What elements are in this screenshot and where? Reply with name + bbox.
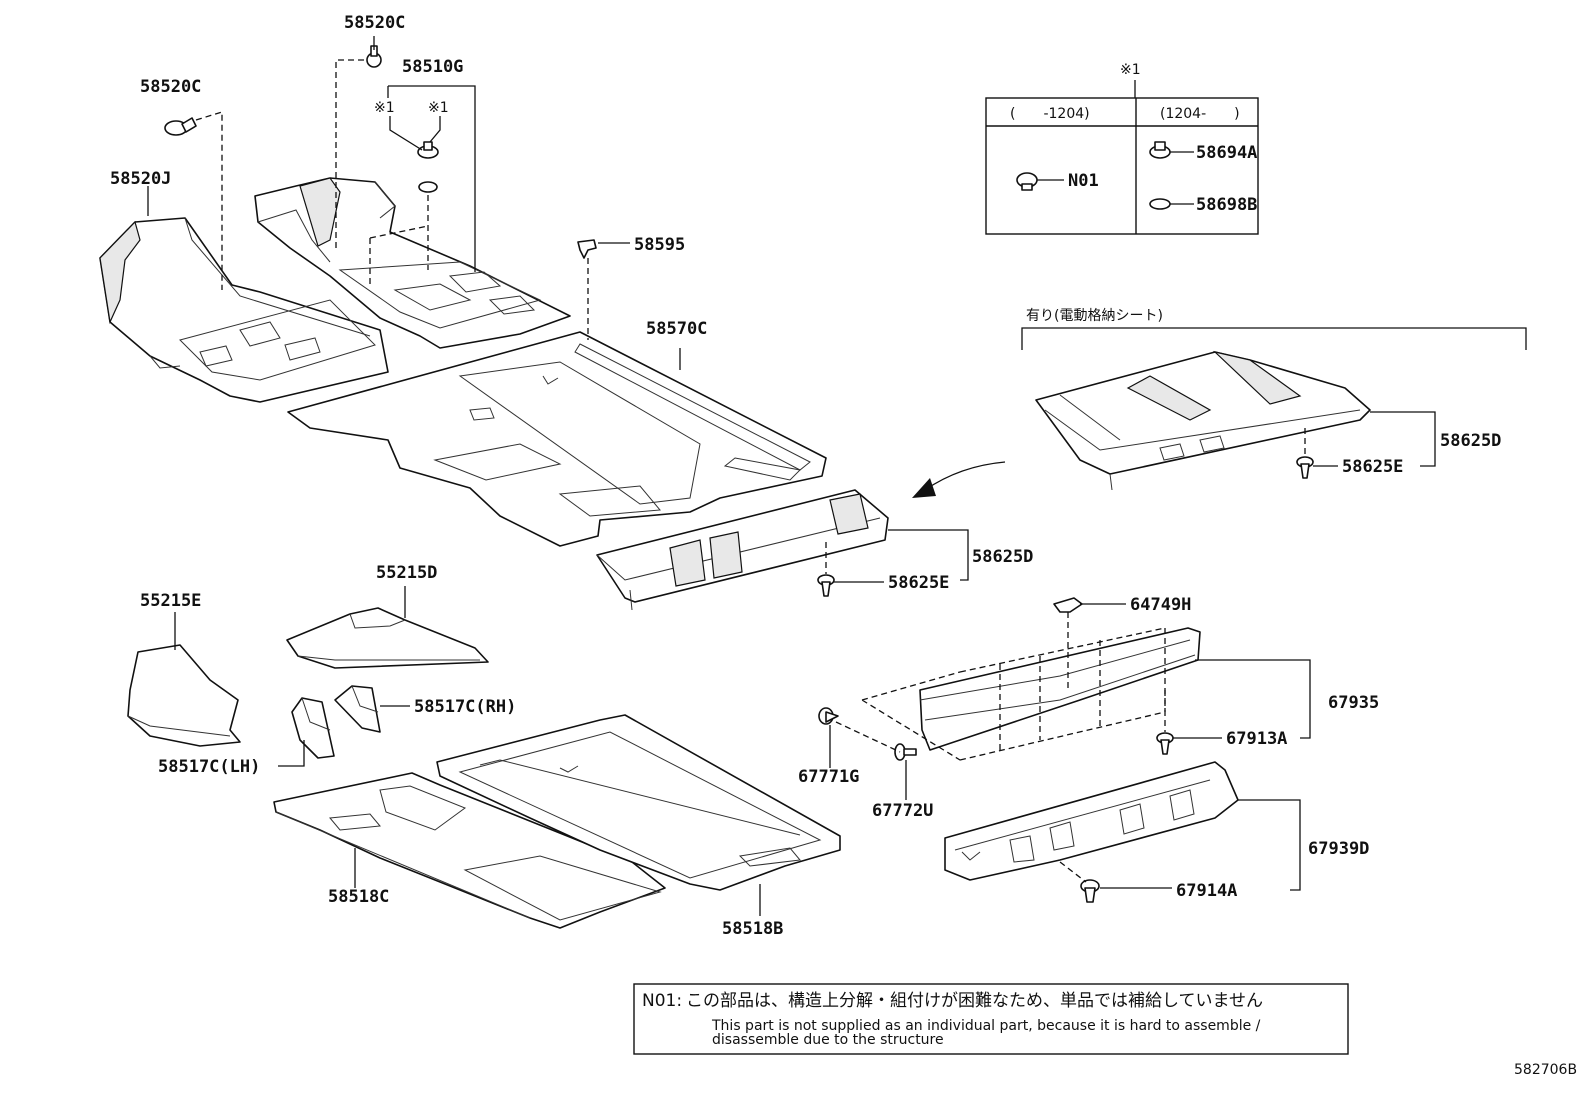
part-55215D-mat (286, 607, 489, 669)
label-58520C-top: 58520C (344, 13, 405, 33)
clip-58520C-left (164, 117, 197, 136)
note-code: N01: (642, 991, 682, 1011)
label-58517C-LH: 58517C(LH) (158, 757, 260, 777)
note-japanese: この部品は、構造上分解・組付けが困難なため、単品では補給していません (686, 991, 1263, 1011)
clip-67913A (1156, 732, 1174, 755)
clip-58510G-ref1 (417, 141, 439, 159)
note-english-line2: disassemble due to the structure (712, 1032, 944, 1048)
label-58570C: 58570C (646, 319, 707, 339)
clip-58520C-top (366, 45, 382, 68)
label-67913A: 67913A (1226, 729, 1287, 749)
label-58517C-RH: 58517C(RH) (414, 697, 516, 717)
direction-arrow (912, 461, 1006, 498)
ref-mark-a: ※1 (374, 100, 395, 116)
table-ref-mark: ※1 (1120, 62, 1141, 78)
label-58520J: 58520J (110, 169, 171, 189)
dashline-67771G (835, 721, 901, 753)
part-55215E-mat (127, 644, 241, 747)
label-67939D: 67939D (1308, 839, 1369, 859)
clip-67914A (1080, 879, 1100, 903)
label-58625E: 58625E (888, 573, 949, 593)
label-67771G: 67771G (798, 767, 859, 787)
ref-mark-b: ※1 (428, 100, 449, 116)
part-58518C-mat (273, 772, 666, 929)
label-67935: 67935 (1328, 693, 1379, 713)
table-header-late: (1204- ) (1160, 106, 1240, 122)
part-58570C-carpet (287, 331, 827, 547)
label-67772U: 67772U (872, 801, 933, 821)
label-58518C: 58518C (328, 887, 389, 907)
part-58518B-mat (436, 714, 841, 891)
part-58625D-cover (596, 489, 889, 611)
label-58625D-right: 58625D (1440, 431, 1501, 451)
part-58517C-LH-pad (291, 697, 335, 759)
table-clip-n01 (1016, 172, 1064, 191)
part-58517C-RH-pad (334, 685, 381, 733)
table-58694A: 58694A (1196, 143, 1257, 163)
part-67935-scuff (861, 627, 1201, 761)
dashline-58510G-clips (369, 195, 429, 284)
clip-67771G (818, 707, 839, 725)
table-58698B: 58698B (1196, 195, 1257, 215)
part-67939D-cover (944, 761, 1239, 881)
table-clip-58698B (1149, 198, 1194, 210)
label-55215E: 55215E (140, 591, 201, 611)
clip-58510G-ref1-b (418, 181, 438, 193)
dashline-67914A (1059, 861, 1087, 883)
diagram-code: 582706B (1514, 1062, 1577, 1078)
clip-64749H (1053, 597, 1083, 613)
label-58520C-left: 58520C (140, 77, 201, 97)
label-64749H: 64749H (1130, 595, 1191, 615)
clip-58595 (577, 239, 597, 259)
clip-58625E-right (1296, 456, 1314, 479)
label-58595: 58595 (634, 235, 685, 255)
option-bracket (1021, 327, 1527, 350)
label-58518B: 58518B (722, 919, 783, 939)
label-55215D: 55215D (376, 563, 437, 583)
option-label: 有り(電動格納シート) (1026, 308, 1163, 324)
dashline-58520C-top (335, 59, 364, 252)
clip-67772U (894, 743, 917, 761)
note-english-line1: This part is not supplied as an individu… (711, 1018, 1261, 1034)
leader-lines (147, 36, 1436, 916)
table-header-early: ( -1204) (1010, 106, 1090, 122)
dashline-58520C-left (195, 111, 223, 290)
reference-table: ※1 ( -1204) (1204- ) N01 58694A 58698B (985, 62, 1259, 235)
table-clip-58694A (1149, 141, 1194, 159)
table-n01: N01 (1068, 171, 1099, 191)
label-58510G: 58510G (402, 57, 463, 77)
clip-58625E (817, 574, 835, 597)
label-58625E-right: 58625E (1342, 457, 1403, 477)
label-58625D: 58625D (972, 547, 1033, 567)
part-58520J-carpet (99, 217, 389, 403)
label-67914A: 67914A (1176, 881, 1237, 901)
part-58510G-carpet (254, 177, 571, 349)
note-box: N01: この部品は、構造上分解・組付けが困難なため、単品では補給していません … (633, 983, 1349, 1055)
part-58625D-option-frame (1035, 350, 1371, 491)
